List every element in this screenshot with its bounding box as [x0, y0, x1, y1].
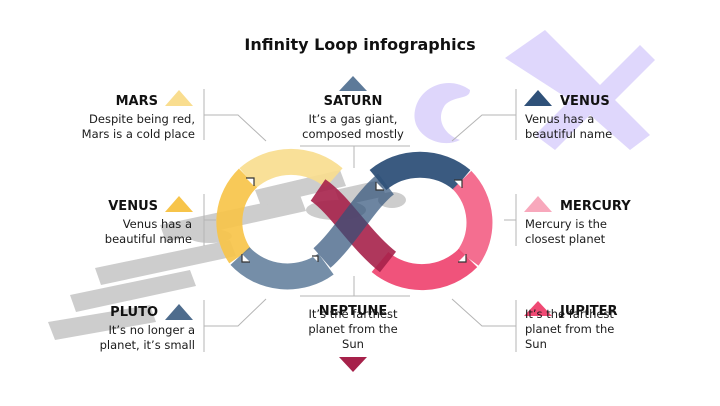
desc-neptune: It’s the farthest planet from the Sun [308, 307, 398, 351]
label-pluto: PLUTO [110, 305, 158, 320]
corner-marker-5 [454, 179, 463, 188]
triangle-pluto [165, 304, 193, 320]
desc-jupiter: It’s the farthest planet from the Sun [525, 307, 615, 351]
desc-mars: Despite being red, Mars is a cold place [81, 112, 195, 141]
label-venus-right: VENUS [560, 94, 610, 109]
triangle-saturn [339, 76, 367, 91]
label-mars: MARS [115, 94, 158, 109]
desc-pluto: It’s no longer a planet, it’s small [99, 323, 195, 352]
connector-pluto [204, 298, 267, 327]
label-jupiter: JUPITER [560, 304, 618, 319]
connector-jupiter [451, 298, 516, 327]
triangle-neptune [339, 357, 367, 372]
loop-segment-right [452, 170, 493, 266]
loop-segment-bottom-right [371, 248, 478, 291]
triangle-mercury [524, 196, 552, 212]
loop-segment-left [216, 168, 258, 264]
label-saturn: SATURN [323, 94, 383, 109]
watermark-purple-shape [414, 30, 655, 150]
corner-marker-2 [241, 254, 250, 263]
label-mercury: MERCURY [560, 199, 631, 214]
corner-marker-3 [312, 255, 319, 262]
connector-venus-right [451, 114, 516, 142]
triangle-jupiter [524, 301, 552, 316]
desc-venus-right: Venus has a beautiful name [525, 112, 613, 141]
triangle-venus-right [524, 90, 552, 106]
loop-segment-top-right [369, 151, 471, 191]
label-venus-left: VENUS [108, 199, 158, 214]
loop-segment-bottom-left [230, 246, 334, 290]
desc-saturn: It’s a gas giant, composed mostly [302, 112, 404, 141]
loop-segment-top-left [239, 148, 343, 189]
corner-marker-1 [246, 177, 255, 186]
desc-mercury: Mercury is the closest planet [525, 217, 607, 246]
corner-marker-4 [375, 182, 384, 191]
page-title: Infinity Loop infographics [244, 35, 476, 54]
label-neptune: NEPTUNE [318, 304, 388, 319]
desc-venus-left: Venus has a beautiful name [104, 217, 192, 246]
corner-marker-6 [458, 254, 467, 263]
triangle-venus-left [165, 196, 193, 212]
connector-mars [204, 114, 267, 142]
triangle-mars [165, 90, 193, 106]
